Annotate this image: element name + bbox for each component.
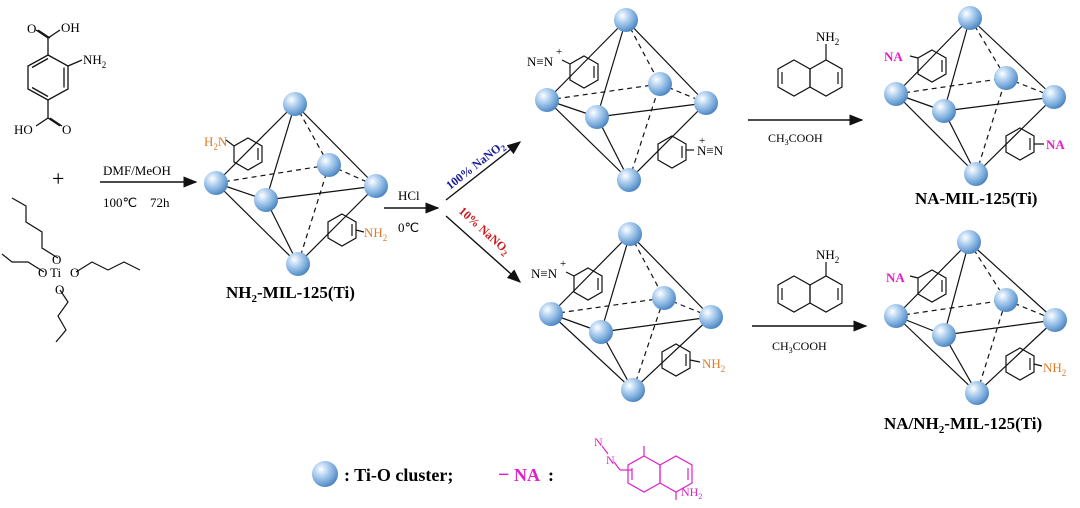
ti-o-cluster	[585, 105, 609, 129]
acid-ho-bottom: HO	[14, 122, 33, 137]
ti-o-cluster	[618, 222, 642, 246]
legend-nh2: NH2	[681, 485, 702, 501]
mof-na-full	[884, 6, 1066, 186]
acid-o-bottom: O	[62, 122, 71, 137]
diazo-full-charge-bottom: +	[699, 135, 705, 147]
titanium-butoxide	[1, 197, 141, 343]
temperature-label: 100℃	[103, 195, 137, 210]
ti-center: Ti	[50, 265, 61, 280]
ti-o-cluster	[648, 72, 672, 96]
acetic-acid-top: CH3COOH	[768, 131, 823, 147]
aminoterephthalic-acid	[27, 29, 83, 127]
ti-o-cluster	[652, 286, 676, 310]
legend-n-top: N	[594, 435, 603, 449]
ti-o-cluster	[699, 305, 723, 329]
ti-o-cluster	[254, 188, 278, 212]
diazo-full-charge-top: +	[556, 46, 562, 58]
na-full-label: NA-MIL-125(Ti)	[915, 189, 1037, 208]
ti-o-cluster	[283, 92, 307, 116]
legend-cluster-ball	[312, 461, 338, 487]
na-full-group-bottom: NA	[1046, 137, 1065, 152]
diazo-part-charge-top: +	[560, 258, 566, 270]
acid-oh-top: OH	[61, 20, 80, 35]
mof-na-partial	[884, 230, 1067, 405]
ti-o-bottom: O	[55, 282, 64, 297]
ti-o-cluster	[589, 320, 613, 344]
nano2-100-label: 100% NaNO2	[443, 138, 509, 194]
ti-o-cluster	[994, 66, 1018, 90]
ti-o-cluster	[884, 82, 908, 106]
ti-o-cluster	[694, 91, 718, 115]
legend-na: NA	[514, 465, 540, 485]
ti-o-cluster	[965, 381, 989, 405]
diazo-part-amino-bottom: NH2	[702, 356, 725, 374]
legend-na-structure	[601, 445, 693, 500]
ti-o-cluster	[957, 230, 981, 254]
cold-label: 0℃	[398, 220, 419, 235]
ti-o-cluster	[539, 302, 563, 326]
legend-n-bottom: N	[606, 453, 615, 467]
ti-o-cluster	[994, 288, 1018, 312]
naph-bottom-nh2: NH2	[816, 247, 839, 265]
solvent-label: DMF/MeOH	[103, 163, 171, 178]
ti-o-cluster	[364, 174, 388, 198]
ti-o-cluster	[964, 162, 988, 186]
mof1-amino-group-top: H2N	[204, 134, 228, 152]
legend-cluster-text: : Ti-O cluster;	[344, 465, 453, 485]
ti-o-cluster	[1042, 85, 1066, 109]
diazo-full-group-bottom: N≡N	[697, 143, 724, 158]
ti-o-cluster	[614, 8, 638, 32]
acetic-acid-bottom: CH3COOH	[772, 339, 827, 355]
naphthylamine-top	[777, 44, 843, 97]
plus-sign: +	[52, 166, 64, 191]
mof-diazonium-full	[535, 8, 718, 192]
mof1-label: NH2-MIL-125(Ti)	[226, 283, 355, 305]
ti-o-cluster	[884, 304, 908, 328]
mof-nh2-octahedron	[204, 92, 388, 276]
ti-o-cluster	[286, 252, 310, 276]
na-part-amino-bottom: NH2	[1043, 360, 1066, 378]
na-part-group-top: NA	[886, 270, 905, 285]
mof1-amino-group-bottom: NH2	[364, 225, 387, 243]
hcl-label: HCl	[398, 188, 420, 203]
na-full-group-top: NA	[884, 49, 903, 64]
branch-arrow-down	[445, 215, 522, 283]
branch-arrow-up	[445, 141, 522, 201]
legend-dash: −	[498, 464, 509, 486]
naphthylamine-bottom	[777, 262, 843, 313]
legend-colon: :	[548, 465, 554, 485]
ti-o-top: O	[52, 252, 61, 267]
ti-o-cluster	[932, 99, 956, 123]
ti-o-cluster	[932, 323, 956, 347]
ti-o-cluster	[535, 88, 559, 112]
ti-o-cluster	[317, 153, 341, 177]
acid-o-top: O	[27, 21, 36, 36]
ti-o-left: O	[38, 265, 47, 280]
diazo-full-group-top: N≡N	[527, 54, 554, 69]
ti-o-cluster	[621, 378, 645, 402]
ti-o-cluster	[204, 171, 228, 195]
na-part-label: NA/NH2-MIL-125(Ti)	[884, 414, 1042, 436]
ti-o-right: O	[70, 265, 79, 280]
ti-o-cluster	[1043, 308, 1067, 332]
ti-o-cluster	[617, 168, 641, 192]
diazo-part-group-top: N≡N	[531, 266, 558, 281]
naph-top-nh2: NH2	[816, 29, 839, 47]
acid-nh2: NH2	[83, 52, 106, 70]
time-label: 72h	[150, 195, 170, 210]
ti-o-cluster	[958, 6, 982, 30]
mof-diazonium-partial	[539, 222, 723, 402]
legend: : Ti-O cluster; − NA : N N NH2	[312, 435, 702, 501]
